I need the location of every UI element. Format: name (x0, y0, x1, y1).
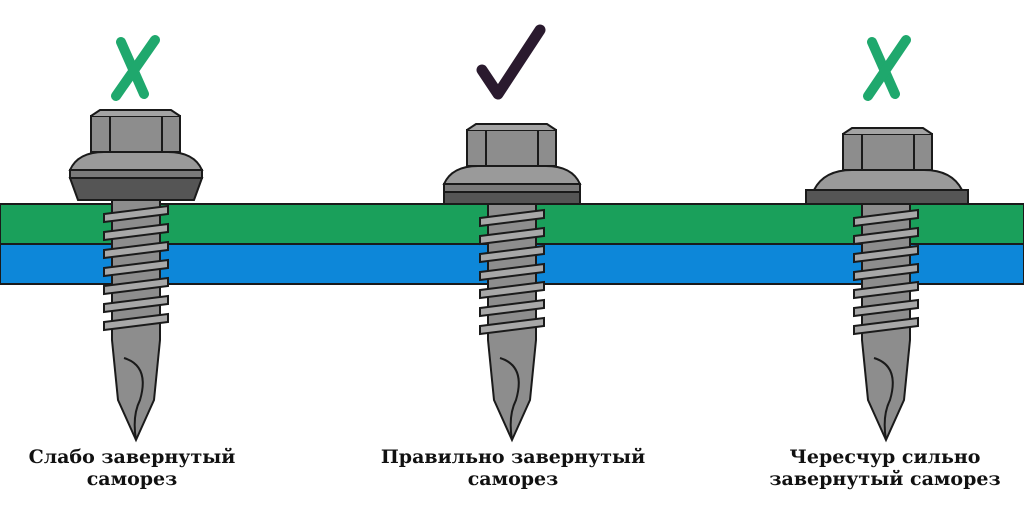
screw-correct (442, 24, 582, 443)
gasket (68, 177, 204, 201)
caption-line: Слабо завернутый (28, 446, 236, 468)
gasket (805, 189, 969, 205)
hex-head (90, 115, 181, 153)
caption-loose-screw: Слабо завернутый саморез (0, 446, 282, 490)
hex-head (466, 129, 557, 167)
caption-line: Чересчур сильно (789, 446, 981, 468)
cross-icon (863, 35, 911, 101)
screw-loose (68, 35, 204, 443)
screw-overtightened (805, 35, 969, 443)
gasket (443, 191, 581, 205)
caption-overtightened-screw: Чересчур сильно завернутый саморез (735, 446, 1024, 490)
cross-icon (111, 35, 160, 101)
caption-line: завернутый саморез (769, 468, 1001, 490)
caption-correct-screw: Правильно завернутый саморез (363, 446, 663, 490)
washer (68, 151, 204, 171)
hex-head (842, 133, 933, 171)
washer (812, 169, 964, 191)
caption-line: Правильно завернутый (380, 446, 646, 468)
check-icon (476, 24, 546, 100)
caption-line: саморез (467, 468, 559, 490)
washer (442, 165, 582, 185)
caption-line: саморез (86, 468, 178, 490)
